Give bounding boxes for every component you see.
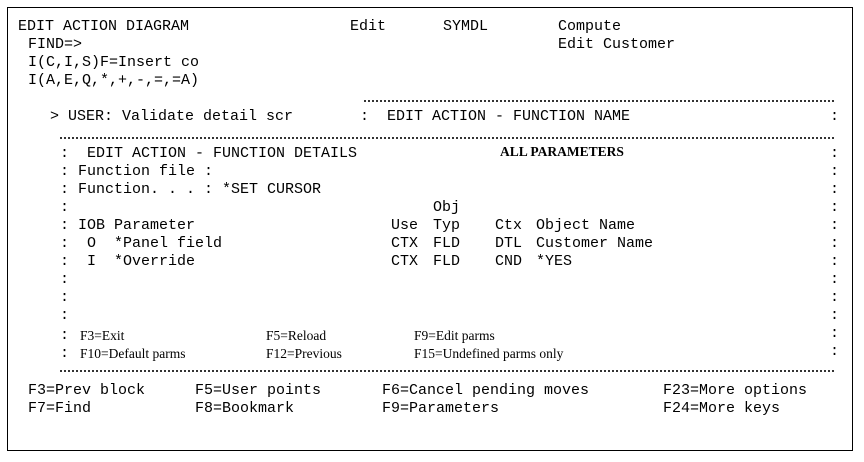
f9-edit-parms-key[interactable]: F9=Edit parms (414, 328, 495, 343)
user-context-line[interactable]: > USER: Validate detail scr (50, 108, 294, 125)
object-name-header: Object Name (536, 217, 636, 234)
blank-line: : (60, 199, 70, 216)
f5-user-points-key[interactable]: F5=User points (195, 382, 322, 399)
f12-previous-key[interactable]: F12=Previous (266, 346, 342, 361)
f5-reload-key[interactable]: F5=Reload (266, 328, 327, 343)
iob-parameter-header: : IOB Parameter (60, 217, 196, 234)
parameter-row[interactable]: : I *Override (60, 253, 196, 270)
panel-right-edge: :::::::::::: (830, 145, 840, 360)
window-right-edge: : (830, 108, 840, 125)
f24-more-keys-key[interactable]: F24=More keys (663, 400, 781, 417)
parameter-row-object: Customer Name (536, 235, 654, 252)
function-file-label: : Function file : (60, 163, 214, 180)
function-name-window-title: : EDIT ACTION - FUNCTION NAME (360, 108, 631, 125)
f3-exit-key[interactable]: F3=Exit (80, 328, 125, 343)
filter-label: ALL PARAMETERS (500, 144, 624, 159)
f6-cancel-pending-key[interactable]: F6=Cancel pending moves (382, 382, 590, 399)
parameter-row-use: CTX (391, 253, 419, 270)
panel-bottom-border (60, 370, 834, 373)
parameter-row[interactable]: : O *Panel field (60, 235, 223, 252)
f15-undefined-parms-key[interactable]: F15=Undefined parms only (414, 346, 564, 361)
f9-parameters-key[interactable]: F9=Parameters (382, 400, 500, 417)
find-field[interactable]: FIND=> (28, 36, 83, 53)
panel-top-border (60, 137, 834, 140)
parameter-row-use: CTX (391, 235, 419, 252)
action-name-label: Edit Customer (558, 36, 676, 53)
insert-hint-2: I(A,E,Q,*,+,-,=,=A) (28, 72, 200, 89)
f7-find-key[interactable]: F7=Find (28, 400, 92, 417)
mode-label: Edit (350, 18, 387, 35)
panel-title: : EDIT ACTION - FUNCTION DETAILS (60, 145, 358, 162)
panel-edge: : (60, 327, 70, 344)
ctx-header: Ctx (495, 217, 523, 234)
parameter-row-typ: FLD (433, 235, 461, 252)
f3-prev-block-key[interactable]: F3=Prev block (28, 382, 146, 399)
typ-header: Typ (433, 217, 461, 234)
blank-line: : (60, 307, 70, 324)
use-header: Use (391, 217, 419, 234)
screen-title: EDIT ACTION DIAGRAM (18, 18, 190, 35)
parameter-row-typ: FLD (433, 253, 461, 270)
function-label: : Function. . . : *SET CURSOR (60, 181, 322, 198)
obj-column-header: Obj (433, 199, 461, 216)
f10-default-parms-key[interactable]: F10=Default parms (80, 346, 186, 361)
terminal-screen (7, 7, 853, 451)
parameter-row-ctx: DTL (495, 235, 523, 252)
model-label: SYMDL (443, 18, 489, 35)
f8-bookmark-key[interactable]: F8=Bookmark (195, 400, 295, 417)
panel-edge: : (60, 345, 70, 362)
parameter-row-ctx: CND (495, 253, 523, 270)
f23-more-options-key[interactable]: F23=More options (663, 382, 808, 399)
parameter-row-object: *YES (536, 253, 573, 270)
action-type-label: Compute (558, 18, 622, 35)
blank-line: : (60, 271, 70, 288)
insert-hint: I(C,I,S)F=Insert co (28, 54, 200, 71)
blank-line: : (60, 289, 70, 306)
window-top-border (364, 100, 834, 103)
